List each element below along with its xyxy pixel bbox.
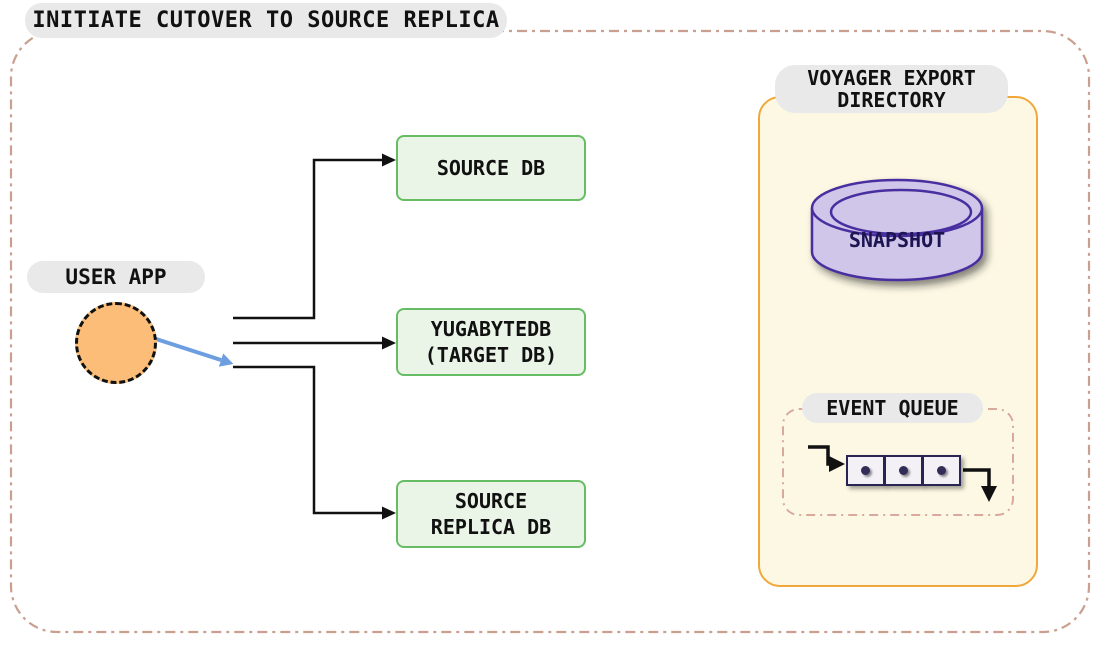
queue-event-dot — [899, 466, 908, 475]
user-app-label: USER APP — [27, 261, 205, 293]
event-queue-label-text: EVENT QUEUE — [826, 396, 959, 420]
queue-event-dot — [861, 466, 870, 475]
voyager-export-directory-panel — [758, 96, 1038, 587]
event-queue-label: EVENT QUEUE — [802, 393, 983, 423]
diagram-title: INITIATE CUTOVER TO SOURCE REPLICA — [25, 3, 507, 38]
queue-cell — [884, 455, 923, 486]
flow-arrow-to-source-db — [233, 153, 396, 320]
user-app-circle — [75, 302, 157, 384]
queue-event-dot — [937, 466, 946, 475]
voyager-export-directory-label-text: VOYAGER EXPORT DIRECTORY — [807, 66, 976, 112]
snapshot-label: SNAPSHOT — [848, 228, 946, 252]
node-source-db: SOURCE DB — [396, 135, 586, 201]
user-app-label-text: USER APP — [65, 265, 167, 289]
queue-cell — [846, 455, 885, 486]
node-source-replica-db-label: SOURCE REPLICA DB — [430, 489, 552, 539]
voyager-export-directory-label: VOYAGER EXPORT DIRECTORY — [775, 65, 1008, 113]
diagram-title-text: INITIATE CUTOVER TO SOURCE REPLICA — [32, 8, 500, 33]
node-source-db-label: SOURCE DB — [436, 156, 546, 180]
flow-arrow-to-source-replica-db — [233, 365, 396, 520]
node-source-replica-db: SOURCE REPLICA DB — [396, 480, 586, 548]
node-target-db: YUGABYTEDB (TARGET DB) — [396, 308, 586, 376]
queue-cell — [922, 455, 961, 486]
event-queue-cells — [846, 455, 961, 486]
blue-cutover-arrow-icon — [152, 336, 234, 367]
node-target-db-label: YUGABYTEDB (TARGET DB) — [424, 317, 558, 367]
